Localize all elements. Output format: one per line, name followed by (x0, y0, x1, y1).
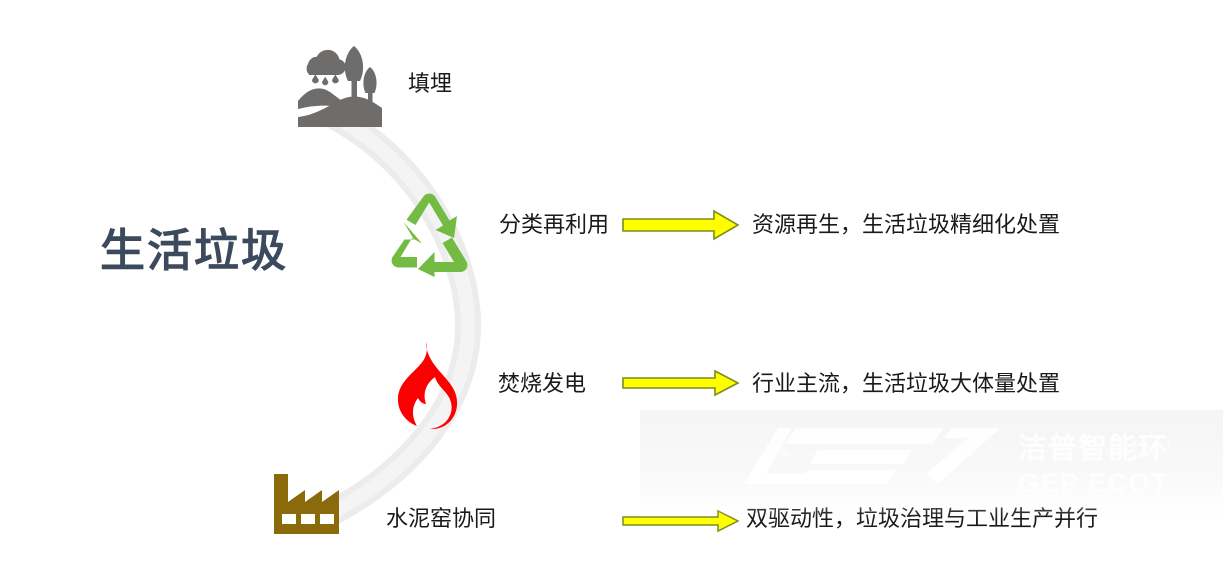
stage-label-cement-kiln: 水泥窑协同 (386, 506, 497, 531)
watermark-name-cn: 洁普智能环保 (1018, 432, 1170, 465)
outcome-text-cement-kiln: 双驱动性，垃圾治理与工业生产并行 (746, 506, 1099, 531)
watermark-name-en: GEP ECOTECH (1018, 468, 1170, 498)
recycle-icon (391, 193, 468, 277)
stage-label-incineration: 焚烧发电 (498, 371, 587, 396)
flame-icon (397, 342, 458, 430)
gep-logo-mark (744, 428, 1000, 484)
factory-icon (274, 474, 339, 534)
outcome-text-incineration: 行业主流，生活垃圾大体量处置 (752, 371, 1061, 396)
page-title: 生活垃圾 (100, 225, 289, 276)
flow-arrow-cement-kiln (622, 509, 740, 533)
stage-label-recycle: 分类再利用 (499, 212, 610, 237)
gep-watermark: 洁普智能环保 GEP ECOTECH (744, 428, 1170, 498)
landfill-icon (298, 46, 382, 127)
outcome-text-recycle: 资源再生，生活垃圾精细化处置 (752, 212, 1061, 237)
watermark-backdrop (640, 410, 1223, 518)
flow-arrow-incineration (622, 369, 740, 397)
stage-label-landfill: 填埋 (408, 71, 453, 96)
flow-arrow-recycle (622, 209, 740, 241)
